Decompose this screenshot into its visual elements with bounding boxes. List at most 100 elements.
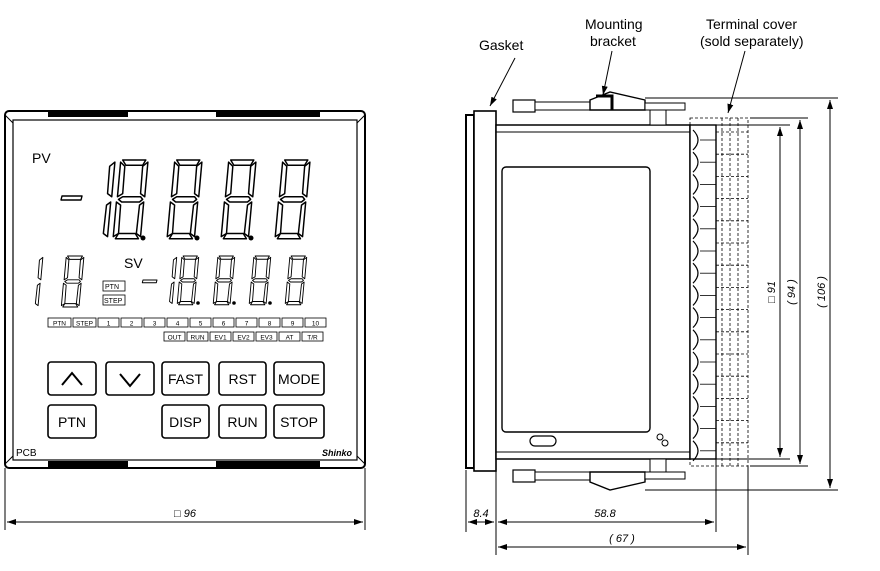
terminal-screw xyxy=(692,329,699,351)
pv-label: PV xyxy=(32,150,51,166)
gasket xyxy=(465,114,475,469)
top-notch-left xyxy=(48,111,128,117)
step-cell-3 xyxy=(120,317,143,328)
ptn-key[interactable]: PTN xyxy=(47,404,97,439)
total-depth-label: ( 67 ) xyxy=(609,533,635,545)
ptn-key-label: PTN xyxy=(58,414,86,430)
mounting-bracket-label-1: Mounting xyxy=(585,16,643,32)
step-cell-0 xyxy=(47,317,72,328)
step-cell-label: 3 xyxy=(153,321,157,328)
sv-label: SV xyxy=(124,255,143,271)
brand-label: Shinko xyxy=(322,448,353,458)
terminal-screw xyxy=(692,418,699,440)
side-view xyxy=(465,91,749,491)
gasket-label: Gasket xyxy=(479,37,523,53)
gasket-depth-label: 8.4 xyxy=(473,508,488,520)
terminal-screw xyxy=(692,351,699,373)
step-cell-label: PTN xyxy=(53,321,66,328)
side-label-plate xyxy=(501,166,651,433)
status-cell-1 xyxy=(186,331,209,342)
front-width-label: □ 96 xyxy=(174,508,197,520)
side-slot xyxy=(529,435,557,447)
status-cell-3 xyxy=(232,331,255,342)
step-indicator-box xyxy=(102,294,126,306)
step-cell-label: 9 xyxy=(291,321,295,328)
status-cell-label: T/R xyxy=(307,335,318,342)
terminal-screw xyxy=(692,173,699,195)
panel-cutout-dimension: □ 91 xyxy=(716,124,790,460)
model-label: PCB xyxy=(16,448,37,459)
bottom-notch-left xyxy=(48,461,128,467)
terminal-screw xyxy=(692,284,699,306)
step-cell-6 xyxy=(189,317,212,328)
status-cell-4 xyxy=(255,331,278,342)
depth-dimensions: 8.4 58.8 ( 67 ) xyxy=(465,459,749,555)
stop-key-label: STOP xyxy=(280,414,318,430)
rst-key[interactable]: RST xyxy=(218,361,267,396)
terminal-screws xyxy=(692,129,716,462)
bottom-mounting-bracket xyxy=(512,458,686,491)
disp-key[interactable]: DISP xyxy=(161,404,210,439)
terminal-cover-callout: Terminal cover (sold separately) xyxy=(700,16,804,114)
front-width-dimension: □ 96 xyxy=(4,468,366,530)
step-cell-label: 8 xyxy=(268,321,272,328)
height-94-label: ( 94 ) xyxy=(786,279,798,305)
pv-decimal-points xyxy=(140,235,254,241)
up-arrow-icon xyxy=(61,371,83,386)
status-cell-label: EV1 xyxy=(214,335,227,342)
terminal-cover xyxy=(689,117,749,467)
status-cell-label: RUN xyxy=(190,335,204,342)
step-cell-label: 7 xyxy=(245,321,249,328)
terminal-cover-ribs xyxy=(716,118,748,466)
terminal-screw xyxy=(692,440,699,462)
step-cell-4 xyxy=(143,317,166,328)
ptn-indicator-box xyxy=(102,280,126,292)
fast-key-label: FAST xyxy=(168,371,203,387)
step-cell-7 xyxy=(212,317,235,328)
height-106-label: ( 106 ) xyxy=(816,276,828,308)
panel-cutout-label: □ 91 xyxy=(766,281,778,303)
bottom-notch-right xyxy=(216,461,320,467)
status-cell-6 xyxy=(301,331,324,342)
fast-key[interactable]: FAST xyxy=(161,361,210,396)
front-bezel-inner xyxy=(12,119,358,461)
status-cell-label: EV3 xyxy=(260,335,273,342)
step-cell-5 xyxy=(166,317,189,328)
run-key-label: RUN xyxy=(227,414,257,430)
height-106-dimension: ( 106 ) xyxy=(645,97,838,491)
step-cell-label: STEP xyxy=(76,321,93,328)
terminal-screw xyxy=(692,373,699,395)
step-cell-8 xyxy=(235,317,258,328)
down-key[interactable] xyxy=(105,361,155,396)
terminal-screw xyxy=(692,196,699,218)
step-cell-label: 6 xyxy=(222,321,226,328)
sv-decimal-points xyxy=(196,301,272,305)
body-depth-label: 58.8 xyxy=(594,508,616,520)
mode-key-label: MODE xyxy=(278,371,320,387)
mode-key[interactable]: MODE xyxy=(273,361,325,396)
up-key[interactable] xyxy=(47,361,97,396)
down-arrow-icon xyxy=(119,373,141,388)
mounting-bracket-callout: Mounting bracket xyxy=(585,16,643,96)
terminal-screw xyxy=(692,129,699,151)
status-cell-0 xyxy=(163,331,186,342)
terminal-block xyxy=(689,124,717,460)
step-cell-11 xyxy=(304,317,327,328)
terminal-screw xyxy=(692,395,699,417)
front-view: PV SV PTN STEP xyxy=(4,110,366,469)
status-cell-label: EV2 xyxy=(237,335,250,342)
status-cell-2 xyxy=(209,331,232,342)
stop-key[interactable]: STOP xyxy=(273,404,325,439)
status-cell-5 xyxy=(278,331,301,342)
ptn-indicator: PTN xyxy=(105,284,119,291)
terminal-screw xyxy=(692,240,699,262)
disp-key-label: DISP xyxy=(169,414,202,430)
terminal-cover-label-2: (sold separately) xyxy=(700,33,804,49)
side-screw-b xyxy=(661,439,669,447)
run-key[interactable]: RUN xyxy=(218,404,267,439)
step-cell-1 xyxy=(72,317,97,328)
step-cell-label: 5 xyxy=(199,321,203,328)
terminal-cover-label-1: Terminal cover xyxy=(706,16,797,32)
